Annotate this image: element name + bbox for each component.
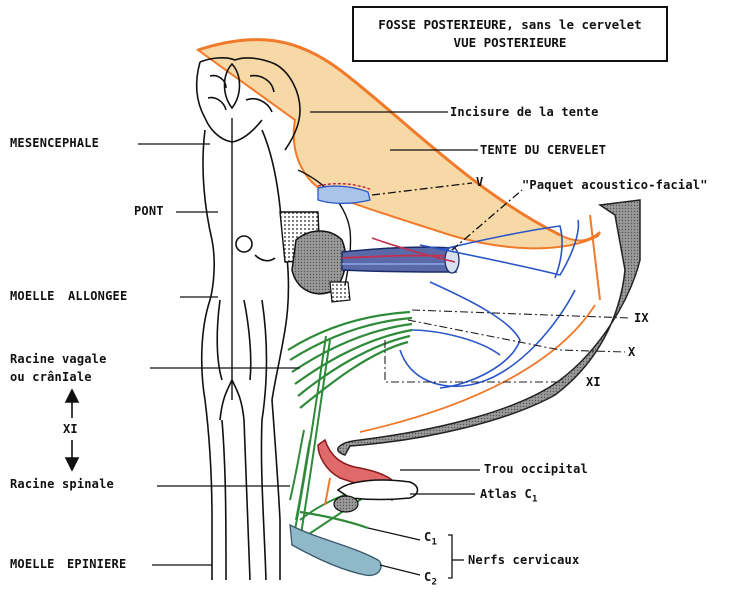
- title-line-2: VUE POSTERIEURE: [354, 34, 666, 52]
- label-xi-left: XI: [63, 422, 78, 436]
- label-c2-sub: 2: [431, 577, 437, 587]
- label-xi-right: XI: [586, 375, 601, 389]
- label-racine-vagale-1: Racine vagale: [10, 352, 107, 366]
- label-atlas-text: Atlas C: [480, 487, 532, 501]
- label-v: V: [476, 175, 483, 189]
- label-c1: C1: [424, 530, 437, 549]
- label-atlas-sub: 1: [532, 494, 538, 504]
- label-mesencephale: MESENCEPHALE: [10, 136, 99, 150]
- label-moelle-allongee: MOELLE ALLONGEE: [10, 289, 127, 303]
- label-x: X: [628, 345, 635, 359]
- brainstem: [197, 58, 300, 580]
- label-nerfs-cervicaux: Nerfs cervicaux: [468, 553, 579, 567]
- cervical-nerve-c1: [300, 512, 368, 528]
- label-tente: TENTE DU CERVELET: [480, 143, 606, 157]
- label-racine-spinale: Racine spinale: [10, 477, 114, 491]
- cervical-nerve-c2: [290, 525, 381, 575]
- label-pont: PONT: [134, 204, 164, 218]
- nerve-leader-lines: [385, 310, 630, 382]
- label-ix: IX: [634, 311, 649, 325]
- label-moelle-epiniere: MOELLE EPINIERE: [10, 557, 126, 571]
- acoustico-facial-bundle: [342, 247, 456, 272]
- label-incisure: Incisure de la tente: [450, 105, 599, 119]
- title-line-1: FOSSE POSTERIEURE, sans le cervelet: [354, 16, 666, 34]
- diagram-title: FOSSE POSTERIEURE, sans le cervelet VUE …: [352, 6, 668, 62]
- label-trou-occipital: Trou occipital: [484, 462, 588, 476]
- vagal-rootlets: [288, 312, 412, 408]
- label-racine-vagale-2: ou crânIale: [10, 370, 92, 384]
- label-c1-sub: 1: [431, 537, 437, 547]
- label-paquet: "Paquet acoustico-facial": [522, 178, 708, 192]
- label-atlas: Atlas C1: [480, 487, 538, 506]
- label-c2: C2: [424, 570, 437, 589]
